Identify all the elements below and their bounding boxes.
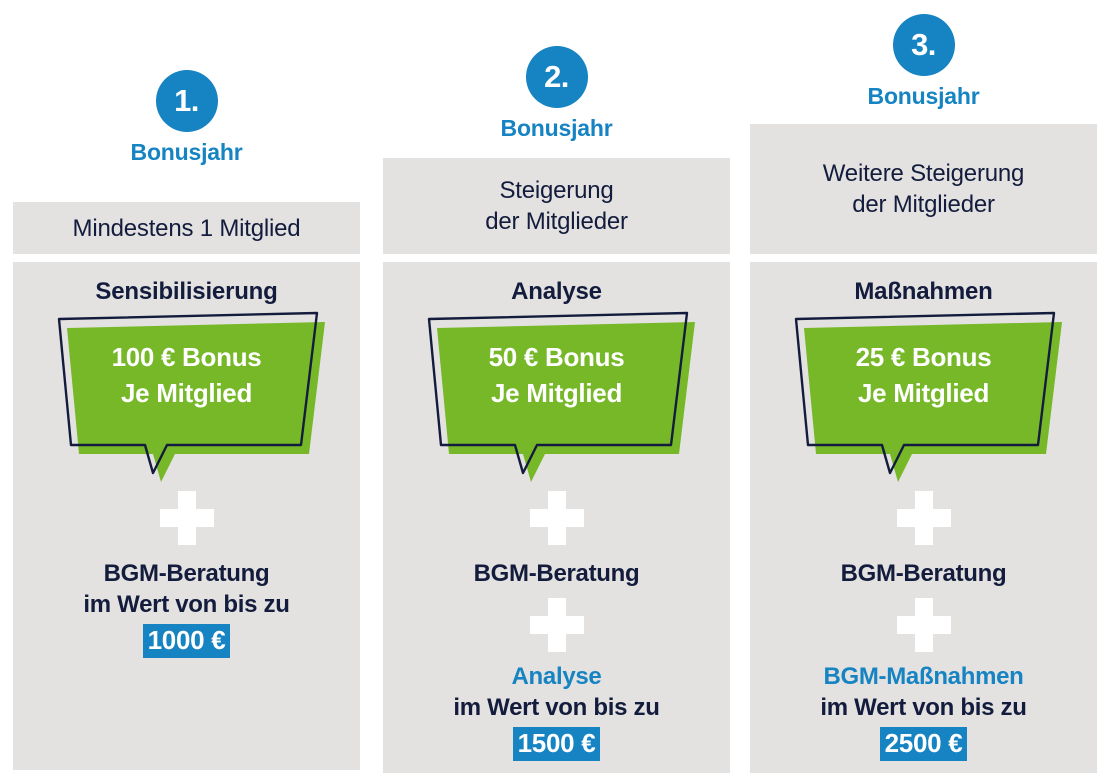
section-title-3: Maßnahmen [854, 278, 993, 305]
step-label-1: Bonusjahr [130, 139, 243, 165]
benefit-title-3: BGM-Beratung [840, 560, 1007, 587]
bonus-year-column-3: 3. Bonusjahr Weitere Steigerung der Mitg… [750, 0, 1097, 782]
amount-chip-wrap-1: 1000 € [13, 624, 360, 658]
requirement-text-3-line1: Weitere Steigerung [822, 160, 1025, 187]
bonus-unit-line-1: Je Mitglied [120, 378, 253, 408]
benefit-accent-3: BGM-Maßnahmen [823, 663, 1024, 690]
bonus-bubble-text-2: 50 € Bonus Je Mitglied [419, 339, 695, 411]
benefit-text-3-first: BGM-Beratung [750, 558, 1097, 589]
bonus-amount-line-3: 25 € Bonus [855, 342, 992, 372]
benefit-panel-2: Analyse 50 € Bonus Je Mitglied BGM-Berat… [383, 262, 730, 773]
plus-icon-2a [529, 491, 584, 545]
step-badge-1: 1. Bonusjahr [13, 70, 360, 166]
requirement-box-1: Mindestens 1 Mitglied [13, 202, 360, 254]
bonus-year-column-2: 2. Bonusjahr Steigerung der Mitglieder A… [383, 0, 730, 782]
bonus-speech-bubble-3: 25 € Bonus Je Mitglied [786, 309, 1062, 482]
bonus-amount-line-1: 100 € Bonus [111, 342, 262, 372]
requirement-box-3: Weitere Steigerung der Mitglieder [750, 124, 1097, 254]
requirement-box-2: Steigerung der Mitglieder [383, 158, 730, 254]
speech-bubble-shape-2 [427, 311, 695, 482]
step-badge-3: 3. Bonusjahr [750, 14, 1097, 110]
benefit-text-2-first: BGM-Beratung [383, 558, 730, 589]
bonus-year-column-1: 1. Bonusjahr Mindestens 1 Mitglied Sensi… [13, 0, 360, 782]
bonus-amount-line-2: 50 € Bonus [488, 342, 625, 372]
requirement-text-1: Mindestens 1 Mitglied [72, 214, 301, 242]
bonus-speech-bubble-2: 50 € Bonus Je Mitglied [419, 309, 695, 482]
step-badge-2: 2. Bonusjahr [383, 46, 730, 142]
requirement-text-2-line2: der Mitglieder [485, 208, 628, 235]
plus-icon-1a [159, 491, 214, 545]
step-number-circle-2: 2. [525, 46, 588, 108]
amount-chip-wrap-3: 2500 € [750, 727, 1097, 761]
requirement-text-2-line1: Steigerung [499, 177, 614, 204]
section-title-2: Analyse [511, 278, 602, 305]
benefit-title-1: BGM-Beratung [103, 560, 270, 587]
speech-bubble-shape-3 [794, 311, 1062, 482]
benefit-panel-1: Sensibilisierung 100 € Bonus Je Mitglied… [13, 262, 360, 770]
benefit-subtitle-3: im Wert von bis zu [820, 694, 1027, 721]
benefit-text-3-second: BGM-Maßnahmen im Wert von bis zu [750, 661, 1097, 723]
step-label-3: Bonusjahr [867, 83, 980, 109]
plus-icon-3b [896, 598, 951, 652]
bonus-bubble-text-3: 25 € Bonus Je Mitglied [786, 339, 1062, 411]
step-number-circle-1: 1. [155, 70, 218, 132]
requirement-text-3-line2: der Mitglieder [852, 191, 995, 218]
plus-icon-2b [529, 598, 584, 652]
step-label-2: Bonusjahr [500, 115, 613, 141]
benefit-title-2: BGM-Beratung [473, 560, 640, 587]
plus-icon-3a [896, 491, 951, 545]
benefit-text-2-second: Analyse im Wert von bis zu [383, 661, 730, 723]
bonus-unit-line-2: Je Mitglied [490, 378, 623, 408]
benefit-text-1: BGM-Beratung im Wert von bis zu [13, 558, 360, 620]
benefit-accent-2: Analyse [511, 663, 602, 690]
benefit-panel-3: Maßnahmen 25 € Bonus Je Mitglied BGM-Ber… [750, 262, 1097, 773]
benefit-subtitle-1: im Wert von bis zu [83, 591, 290, 618]
bonus-speech-bubble-1: 100 € Bonus Je Mitglied [49, 309, 325, 482]
bonus-unit-line-3: Je Mitglied [857, 378, 990, 408]
speech-bubble-shape-1 [57, 311, 325, 482]
step-number-circle-3: 3. [892, 14, 955, 76]
amount-chip-wrap-2: 1500 € [383, 727, 730, 761]
amount-chip-1: 1000 € [142, 624, 231, 658]
bonus-bubble-text-1: 100 € Bonus Je Mitglied [49, 339, 325, 411]
amount-chip-3: 2500 € [879, 727, 968, 761]
amount-chip-2: 1500 € [512, 727, 601, 761]
section-title-1: Sensibilisierung [95, 278, 278, 305]
benefit-subtitle-2: im Wert von bis zu [453, 694, 660, 721]
